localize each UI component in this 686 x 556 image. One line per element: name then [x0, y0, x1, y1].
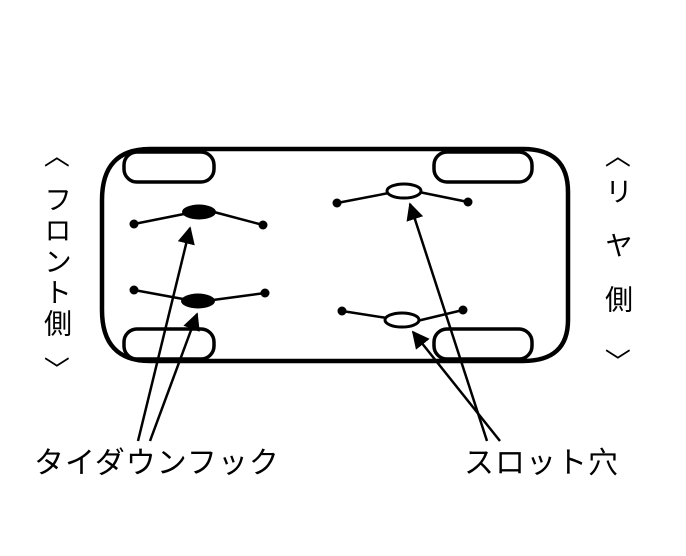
front-bracket-open: 〈: [40, 141, 71, 169]
arrow-to-lower-slot: [411, 330, 501, 442]
rear-side-text: リヤ側: [602, 177, 633, 339]
front-side-text: フロント側: [41, 184, 72, 340]
tie-down-hook-icon: [181, 293, 215, 309]
slot-hole-icon: [385, 182, 423, 200]
wheel-front-left: [122, 150, 216, 184]
slot-hole-lower: [337, 305, 468, 329]
front-side-label: 〈 フロント側 〉: [36, 142, 76, 382]
tie-down-hook-icon: [182, 204, 216, 220]
arrow-to-lower-hook: [148, 312, 200, 442]
vehicle-body-outline: [99, 146, 571, 364]
tie-down-hook-label: タイダウンフック: [34, 447, 280, 480]
wheel-rear-right: [432, 327, 534, 361]
wheel-rear-left: [432, 150, 534, 184]
slot-hole-upper: [332, 182, 473, 208]
front-bracket-close: 〉: [40, 355, 71, 383]
tie-down-hook-upper: [129, 204, 268, 230]
slot-hole-label: スロット穴: [464, 447, 619, 480]
rear-bracket-open: 〈: [601, 141, 632, 169]
arrow-to-upper-hook: [136, 226, 195, 442]
wheel-front-right: [122, 327, 216, 361]
tie-down-hook-lower: [129, 285, 270, 309]
rear-side-label: 〈 リヤ側 〉: [597, 142, 637, 374]
slot-hole-icon: [383, 311, 421, 329]
rear-bracket-close: 〉: [601, 347, 632, 375]
arrow-to-upper-slot: [406, 202, 489, 442]
